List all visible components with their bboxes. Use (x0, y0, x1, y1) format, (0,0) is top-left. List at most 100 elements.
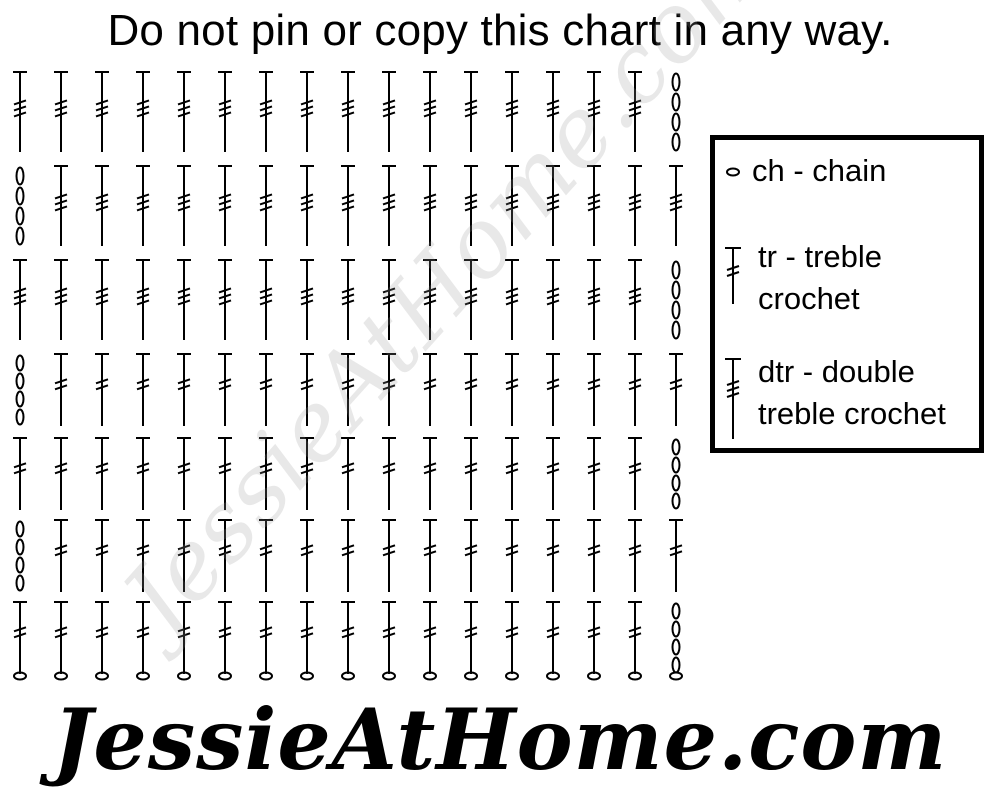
dtr-stitch-r0-c4 (177, 71, 191, 152)
tr-stitch-r5-c14 (587, 519, 601, 592)
foundation-chain-11 (464, 671, 478, 681)
legend-chain-label: ch - chain (752, 153, 887, 188)
chain-symbol-icon (726, 167, 740, 177)
dtr-stitch-r2-c12 (505, 259, 519, 340)
tr-stitch-r3-c8 (341, 353, 355, 426)
tr-stitch-r6-c15 (628, 601, 642, 674)
tr-stitch-r3-c3 (136, 353, 150, 426)
dtr-stitch-r1-c16 (669, 165, 683, 246)
tr-stitch-r3-c13 (546, 353, 560, 426)
dtr-stitch-r0-c0 (13, 71, 27, 152)
tr-stitch-r4-c9 (382, 437, 396, 510)
foundation-chain-5 (218, 671, 232, 681)
tr-stitch-r5-c12 (505, 519, 519, 592)
tr-stitch-r3-c1 (54, 353, 68, 426)
dtr-stitch-r0-c14 (587, 71, 601, 152)
tr-stitch-r5-c5 (218, 519, 232, 592)
dtr-stitch-r2-c11 (464, 259, 478, 340)
legend-treble-line2: crochet (758, 281, 860, 316)
dtr-stitch-r0-c13 (546, 71, 560, 152)
tr-stitch-r5-c2 (95, 519, 109, 592)
dtr-stitch-r1-c13 (546, 165, 560, 246)
tr-stitch-r5-c9 (382, 519, 396, 592)
tr-stitch-r6-c10 (423, 601, 437, 674)
tr-stitch-r6-c5 (218, 601, 232, 674)
dtr-stitch-r2-c1 (54, 259, 68, 340)
foundation-chain-16 (669, 671, 683, 681)
dtr-stitch-r2-c4 (177, 259, 191, 340)
dtr-stitch-r1-c12 (505, 165, 519, 246)
tr-stitch-r3-c14 (587, 353, 601, 426)
dtr-stitch-r1-c3 (136, 165, 150, 246)
dtr-stitch-r1-c6 (259, 165, 273, 246)
foundation-chain-4 (177, 671, 191, 681)
tr-stitch-r4-c2 (95, 437, 109, 510)
legend-dtr-line1: dtr - double (758, 354, 915, 389)
double-treble-crochet-symbol-icon (725, 358, 741, 439)
dtr-stitch-r1-c14 (587, 165, 601, 246)
foundation-chain-12 (505, 671, 519, 681)
dtr-stitch-r0-c9 (382, 71, 396, 152)
turning-chain-r2 (671, 260, 681, 340)
tr-stitch-r3-c7 (300, 353, 314, 426)
legend-treble-line1: tr - treble (758, 239, 883, 274)
tr-stitch-r6-c14 (587, 601, 601, 674)
tr-stitch-r5-c3 (136, 519, 150, 592)
copy-notice: Do not pin or copy this chart in any way… (107, 6, 893, 55)
dtr-stitch-r1-c7 (300, 165, 314, 246)
dtr-stitch-r0-c3 (136, 71, 150, 152)
foundation-chain-9 (382, 671, 396, 681)
foundation-chain-2 (95, 671, 109, 681)
tr-stitch-r6-c1 (54, 601, 68, 674)
tr-stitch-r4-c4 (177, 437, 191, 510)
dtr-stitch-r1-c8 (341, 165, 355, 246)
dtr-stitch-r1-c11 (464, 165, 478, 246)
foundation-chain-10 (423, 671, 437, 681)
dtr-stitch-r0-c2 (95, 71, 109, 152)
tr-stitch-r5-c1 (54, 519, 68, 592)
turning-chain-r6 (671, 602, 681, 674)
tr-stitch-r6-c2 (95, 601, 109, 674)
tr-stitch-r6-c7 (300, 601, 314, 674)
dtr-stitch-r0-c5 (218, 71, 232, 152)
tr-stitch-r3-c10 (423, 353, 437, 426)
tr-stitch-r5-c6 (259, 519, 273, 592)
tr-stitch-r4-c5 (218, 437, 232, 510)
tr-stitch-r4-c3 (136, 437, 150, 510)
dtr-stitch-r2-c14 (587, 259, 601, 340)
tr-stitch-r6-c12 (505, 601, 519, 674)
tr-stitch-r5-c8 (341, 519, 355, 592)
dtr-stitch-r1-c15 (628, 165, 642, 246)
turning-chain-r5 (15, 520, 25, 592)
tr-stitch-r6-c8 (341, 601, 355, 674)
tr-stitch-r6-c11 (464, 601, 478, 674)
tr-stitch-r3-c16 (669, 353, 683, 426)
dtr-stitch-r2-c7 (300, 259, 314, 340)
legend-dtr-line2: treble crochet (758, 396, 946, 431)
tr-stitch-r4-c8 (341, 437, 355, 510)
tr-stitch-r6-c6 (259, 601, 273, 674)
tr-stitch-r3-c5 (218, 353, 232, 426)
tr-stitch-r5-c16 (669, 519, 683, 592)
foundation-chain-7 (300, 671, 314, 681)
dtr-stitch-r1-c5 (218, 165, 232, 246)
turning-chain-r0 (671, 72, 681, 152)
tr-stitch-r4-c14 (587, 437, 601, 510)
foundation-chain-15 (628, 671, 642, 681)
dtr-stitch-r0-c6 (259, 71, 273, 152)
tr-stitch-r4-c11 (464, 437, 478, 510)
dtr-stitch-r1-c4 (177, 165, 191, 246)
dtr-stitch-r2-c5 (218, 259, 232, 340)
tr-stitch-r5-c11 (464, 519, 478, 592)
tr-stitch-r4-c12 (505, 437, 519, 510)
tr-stitch-r4-c13 (546, 437, 560, 510)
tr-stitch-r3-c12 (505, 353, 519, 426)
tr-stitch-r5-c13 (546, 519, 560, 592)
legend-treble-label: tr - treble crochet (758, 236, 882, 320)
dtr-stitch-r0-c15 (628, 71, 642, 152)
dtr-stitch-r1-c2 (95, 165, 109, 246)
brand-logo-text: JessieAtHome.com (52, 690, 948, 789)
dtr-stitch-r2-c10 (423, 259, 437, 340)
tr-stitch-r4-c1 (54, 437, 68, 510)
